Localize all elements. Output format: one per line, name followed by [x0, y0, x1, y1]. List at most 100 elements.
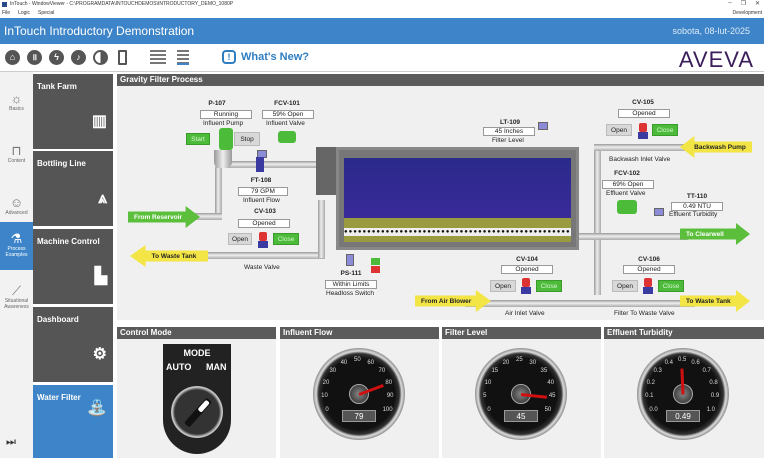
cv105-open-button[interactable]: Open — [606, 124, 632, 136]
pipe — [215, 161, 340, 168]
filter-level-title: Filter Level — [442, 327, 601, 339]
cv103-tag: CV-103 — [254, 208, 276, 215]
tile-bottling-line[interactable]: Bottling Line ⩓ — [33, 151, 113, 226]
toolbar: ⌂ ॥ ϟ ♪ ! What's New? AVEVA — [0, 44, 764, 72]
toolbar-divider — [0, 71, 764, 72]
fcv101-label: Influent Valve — [266, 120, 305, 127]
p107-stop-button[interactable]: Stop — [234, 132, 260, 146]
restore-icon[interactable]: ❐ — [740, 1, 746, 7]
tt110-tag: TT-110 — [686, 193, 708, 200]
gauge-tick-label: 0.6 — [691, 359, 700, 366]
gauge-tick-label: 35 — [540, 367, 548, 374]
solenoid-valve-icon — [522, 278, 530, 287]
tile-label: Water Filter — [37, 393, 81, 402]
ft108-tag: FT-108 — [250, 177, 272, 184]
gauge-tick-label: 0.2 — [646, 379, 655, 386]
align-justify-icon[interactable] — [177, 50, 189, 65]
cv105-label: Backwash Inlet Valve — [609, 156, 671, 163]
control-valve-icon — [278, 131, 296, 143]
knob-pointer — [184, 397, 212, 428]
to-waste-tank-arrow: To Waste Tank — [130, 245, 208, 267]
fcv101-tag: FCV-101 — [274, 100, 300, 107]
valve-actuator-icon — [258, 241, 268, 248]
menu-file[interactable]: File — [2, 10, 11, 16]
selector-knob[interactable] — [171, 386, 223, 438]
tile-dashboard[interactable]: Dashboard ⚙ — [33, 307, 113, 382]
gauge-tick-label: 50 — [354, 357, 361, 363]
gauge-tick-label: 0.7 — [702, 367, 711, 374]
tank-farm-icon: ▥ — [91, 113, 107, 130]
contrast-icon[interactable] — [93, 50, 108, 65]
skip-forward-icon[interactable]: ⏭ — [6, 436, 16, 448]
gauge-tick-label: 0.5 — [678, 357, 687, 363]
bell-icon[interactable]: ♪ — [71, 50, 86, 65]
lightning-icon[interactable]: ϟ — [49, 50, 64, 65]
tank-media — [344, 218, 571, 228]
gauge-tick-label: 20 — [322, 379, 330, 386]
nav-label: Content — [7, 158, 26, 164]
pipe — [578, 233, 688, 240]
nav-item-content[interactable]: ⊓ Content — [0, 132, 33, 182]
p107-label: Influent Pump — [203, 120, 244, 127]
nav-item-advanced[interactable]: ☺ Advanced — [0, 184, 33, 234]
cv105-tag: CV-105 — [632, 99, 654, 106]
cv106-open-button[interactable]: Open — [612, 280, 638, 292]
process-icon: ⚗ — [10, 231, 23, 246]
faucet-icon: ⛲ — [87, 400, 107, 417]
tile-tank-farm[interactable]: Tank Farm ▥ — [33, 74, 113, 149]
nav-label: Advanced — [5, 210, 28, 216]
valve-actuator-icon — [643, 287, 653, 294]
auto-label: AUTO — [166, 362, 192, 372]
mode-label: MODE — [183, 348, 211, 358]
nav-item-basics[interactable]: ☼ Basics — [0, 80, 33, 130]
minimize-icon[interactable]: – — [728, 0, 732, 6]
pipe — [594, 145, 601, 295]
gauge-tick-label: 50 — [544, 406, 552, 413]
tile-machine-control[interactable]: Machine Control ▙ — [33, 229, 113, 304]
gauge-tick-label: 90 — [386, 393, 394, 400]
solenoid-valve-icon — [259, 232, 267, 241]
mode-selector[interactable]: MODE AUTO MAN — [163, 344, 231, 454]
menu-logic[interactable]: Logic — [18, 10, 31, 16]
align-left-icon[interactable] — [150, 50, 166, 65]
to-waste-tank-arrow: To Waste Tank — [680, 290, 750, 312]
pause-icon[interactable]: ॥ — [27, 50, 42, 65]
gauge-tick-label: 80 — [385, 379, 393, 386]
mode-label: Development — [732, 10, 762, 16]
tile-water-filter[interactable]: Water Filter ⛲ — [33, 385, 113, 458]
nav-item-process-examples[interactable]: ⚗ Process Examples — [0, 222, 33, 270]
whats-new-button[interactable]: ! What's New? — [222, 50, 309, 64]
lt109-value: 45 Inches — [483, 127, 535, 136]
cv104-close-button[interactable]: Close — [536, 280, 562, 292]
level-transmitter-icon — [538, 122, 548, 130]
pump-icon — [219, 128, 233, 150]
nav-label: Process Examples — [5, 246, 28, 258]
date-display: sobota, 08-lut-2025 — [672, 26, 750, 36]
app-header: InTouch Introductory Demonstration sobot… — [0, 18, 764, 44]
pressure-switch-icon — [346, 254, 354, 266]
gauge-readout: 79 — [342, 410, 376, 422]
close-icon[interactable]: ✕ — [754, 1, 760, 7]
pipe — [180, 213, 222, 220]
nav-item-situational-awareness[interactable]: ⟋ Situational Awareness — [0, 272, 33, 322]
menu-special[interactable]: Special — [38, 10, 55, 16]
p107-start-button[interactable]: Start — [186, 133, 210, 145]
home-icon[interactable]: ⌂ — [5, 50, 20, 65]
cv103-open-button[interactable]: Open — [228, 233, 252, 245]
valve-actuator-icon — [521, 287, 531, 294]
gauge-needle — [680, 368, 685, 395]
solenoid-valve-icon — [644, 278, 652, 287]
cv103-close-button[interactable]: Close — [273, 233, 299, 245]
tt110-value: 0.49 NTU — [671, 202, 723, 211]
cv104-open-button[interactable]: Open — [490, 280, 516, 292]
tile-label: Tank Farm — [37, 82, 77, 91]
tank-underdrain: ●●●●●●●●●●●●●●●●●●●●●●●●●●●●●●●●●●●●●●●●… — [344, 228, 571, 236]
switch-icon[interactable] — [118, 50, 127, 65]
solenoid-valve-icon — [639, 123, 647, 132]
filter-tank: ●●●●●●●●●●●●●●●●●●●●●●●●●●●●●●●●●●●●●●●●… — [336, 147, 579, 250]
control-mode-title: Control Mode — [117, 327, 276, 339]
cv106-close-button[interactable]: Close — [658, 280, 684, 292]
cv105-close-button[interactable]: Close — [652, 124, 678, 136]
gauge-tick-label: 10 — [321, 393, 328, 400]
